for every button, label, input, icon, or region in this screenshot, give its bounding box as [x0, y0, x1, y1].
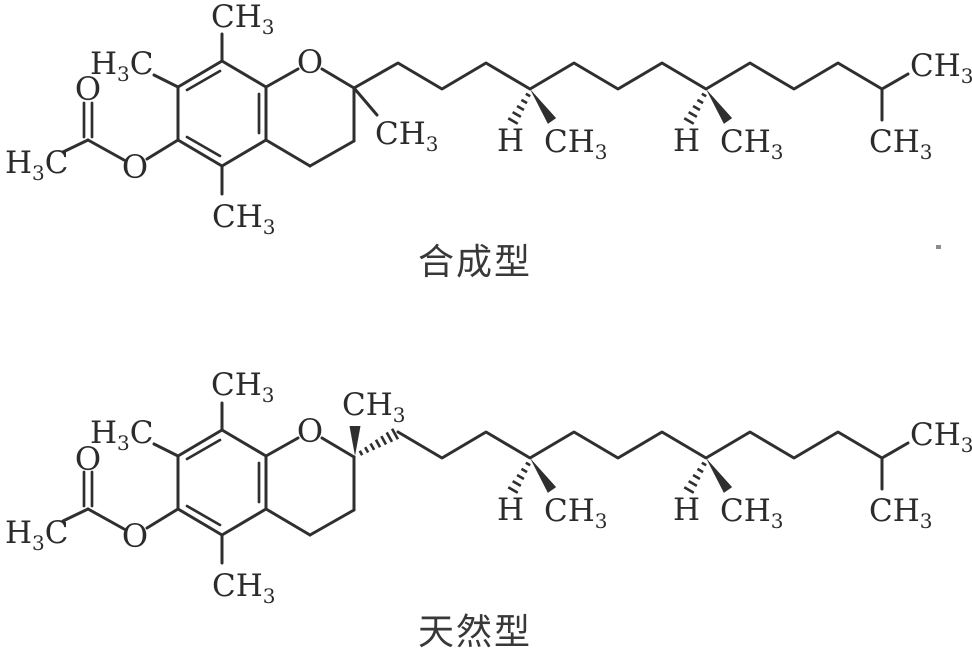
- benzene-ring-bonds: [176, 59, 268, 168]
- stereo-hydrogen-label: H: [497, 492, 524, 528]
- terminal-methyl-label: CH3: [910, 48, 972, 88]
- stereo-hash-bond-c8: [683, 461, 707, 494]
- ester-oxygen-label: O: [122, 517, 148, 555]
- ring-oxygen-label: O: [297, 43, 323, 81]
- terminal-methyl-label: CH3: [869, 493, 933, 533]
- ester-oxygen-label: O: [122, 148, 148, 186]
- phytyl-chain-bonds: [396, 430, 884, 460]
- aromatic-double-bond-lines: [185, 69, 261, 158]
- terminal-methyl-label: CH3: [910, 417, 972, 457]
- stereo-hydrogen-label: H: [673, 492, 700, 528]
- stereo-hash-bond-c4: [507, 461, 531, 494]
- stereo-methyl-label: CH3: [720, 124, 784, 164]
- phytyl-chain-bonds: [352, 61, 884, 91]
- carbonyl-oxygen-label: O: [75, 440, 101, 478]
- c2-methyl-wedge-bond: [349, 426, 361, 456]
- stereo-hydrogen-label: H: [497, 123, 524, 159]
- scan-artifact-dot: [936, 245, 941, 249]
- stereo-wedge-bond-c4: [530, 458, 557, 493]
- stereo-methyl-label: CH3: [720, 493, 784, 533]
- stereo-methyl-label: CH3: [544, 493, 608, 533]
- methyl-label: CH3: [211, 367, 275, 407]
- stereo-hash-bond-c4: [507, 92, 531, 125]
- acetate-bonds: [61, 470, 180, 531]
- isopropyl-terminal-bonds: [880, 72, 910, 122]
- methyl-label-h3c: H3C: [90, 415, 154, 455]
- terminal-methyl-label: CH3: [869, 124, 933, 164]
- c2-methyl-label: CH3: [342, 387, 406, 427]
- aromatic-double-bond-lines: [185, 438, 261, 527]
- acetate-bonds: [61, 101, 180, 162]
- stereo-hydrogen-label: H: [673, 123, 700, 159]
- c2-chain-hash-bond: [358, 428, 400, 456]
- acetyl-methyl-label: H3C: [5, 145, 69, 185]
- stereo-wedge-bond-c8: [706, 89, 733, 124]
- stereo-wedge-bond-c8: [706, 458, 733, 493]
- caption-synthetic: 合成型: [418, 242, 532, 283]
- methyl-label-h3c: H3C: [90, 46, 154, 86]
- caption-natural: 天然型: [418, 612, 532, 651]
- stereo-methyl-label: CH3: [544, 124, 608, 164]
- acetyl-methyl-label: H3C: [5, 515, 69, 555]
- pyran-ring-bonds: [264, 436, 356, 537]
- pyran-ring-bonds: [264, 67, 356, 168]
- c2-methyl-label: CH3: [375, 116, 439, 156]
- molecule-synthetic: CH3 H3C O H3C O CH3 O CH3 H CH3 H CH3 CH…: [5, 0, 972, 239]
- ring-methyl-bonds: [152, 401, 224, 565]
- ring-methyl-bonds: [152, 32, 379, 196]
- stereo-wedge-bond-c4: [530, 89, 557, 124]
- molecule-natural: CH3 H3C O H3C O CH3 O CH3 H CH3 H CH3 CH…: [5, 367, 972, 608]
- ring-oxygen-label: O: [297, 412, 323, 450]
- methyl-label: CH3: [212, 199, 276, 239]
- methyl-label: CH3: [212, 568, 276, 608]
- carbonyl-oxygen-label: O: [75, 70, 101, 108]
- benzene-ring-bonds: [176, 428, 268, 537]
- stereo-hash-bond-c8: [683, 92, 707, 125]
- methyl-label: CH3: [211, 0, 275, 39]
- isopropyl-terminal-bonds: [880, 441, 910, 491]
